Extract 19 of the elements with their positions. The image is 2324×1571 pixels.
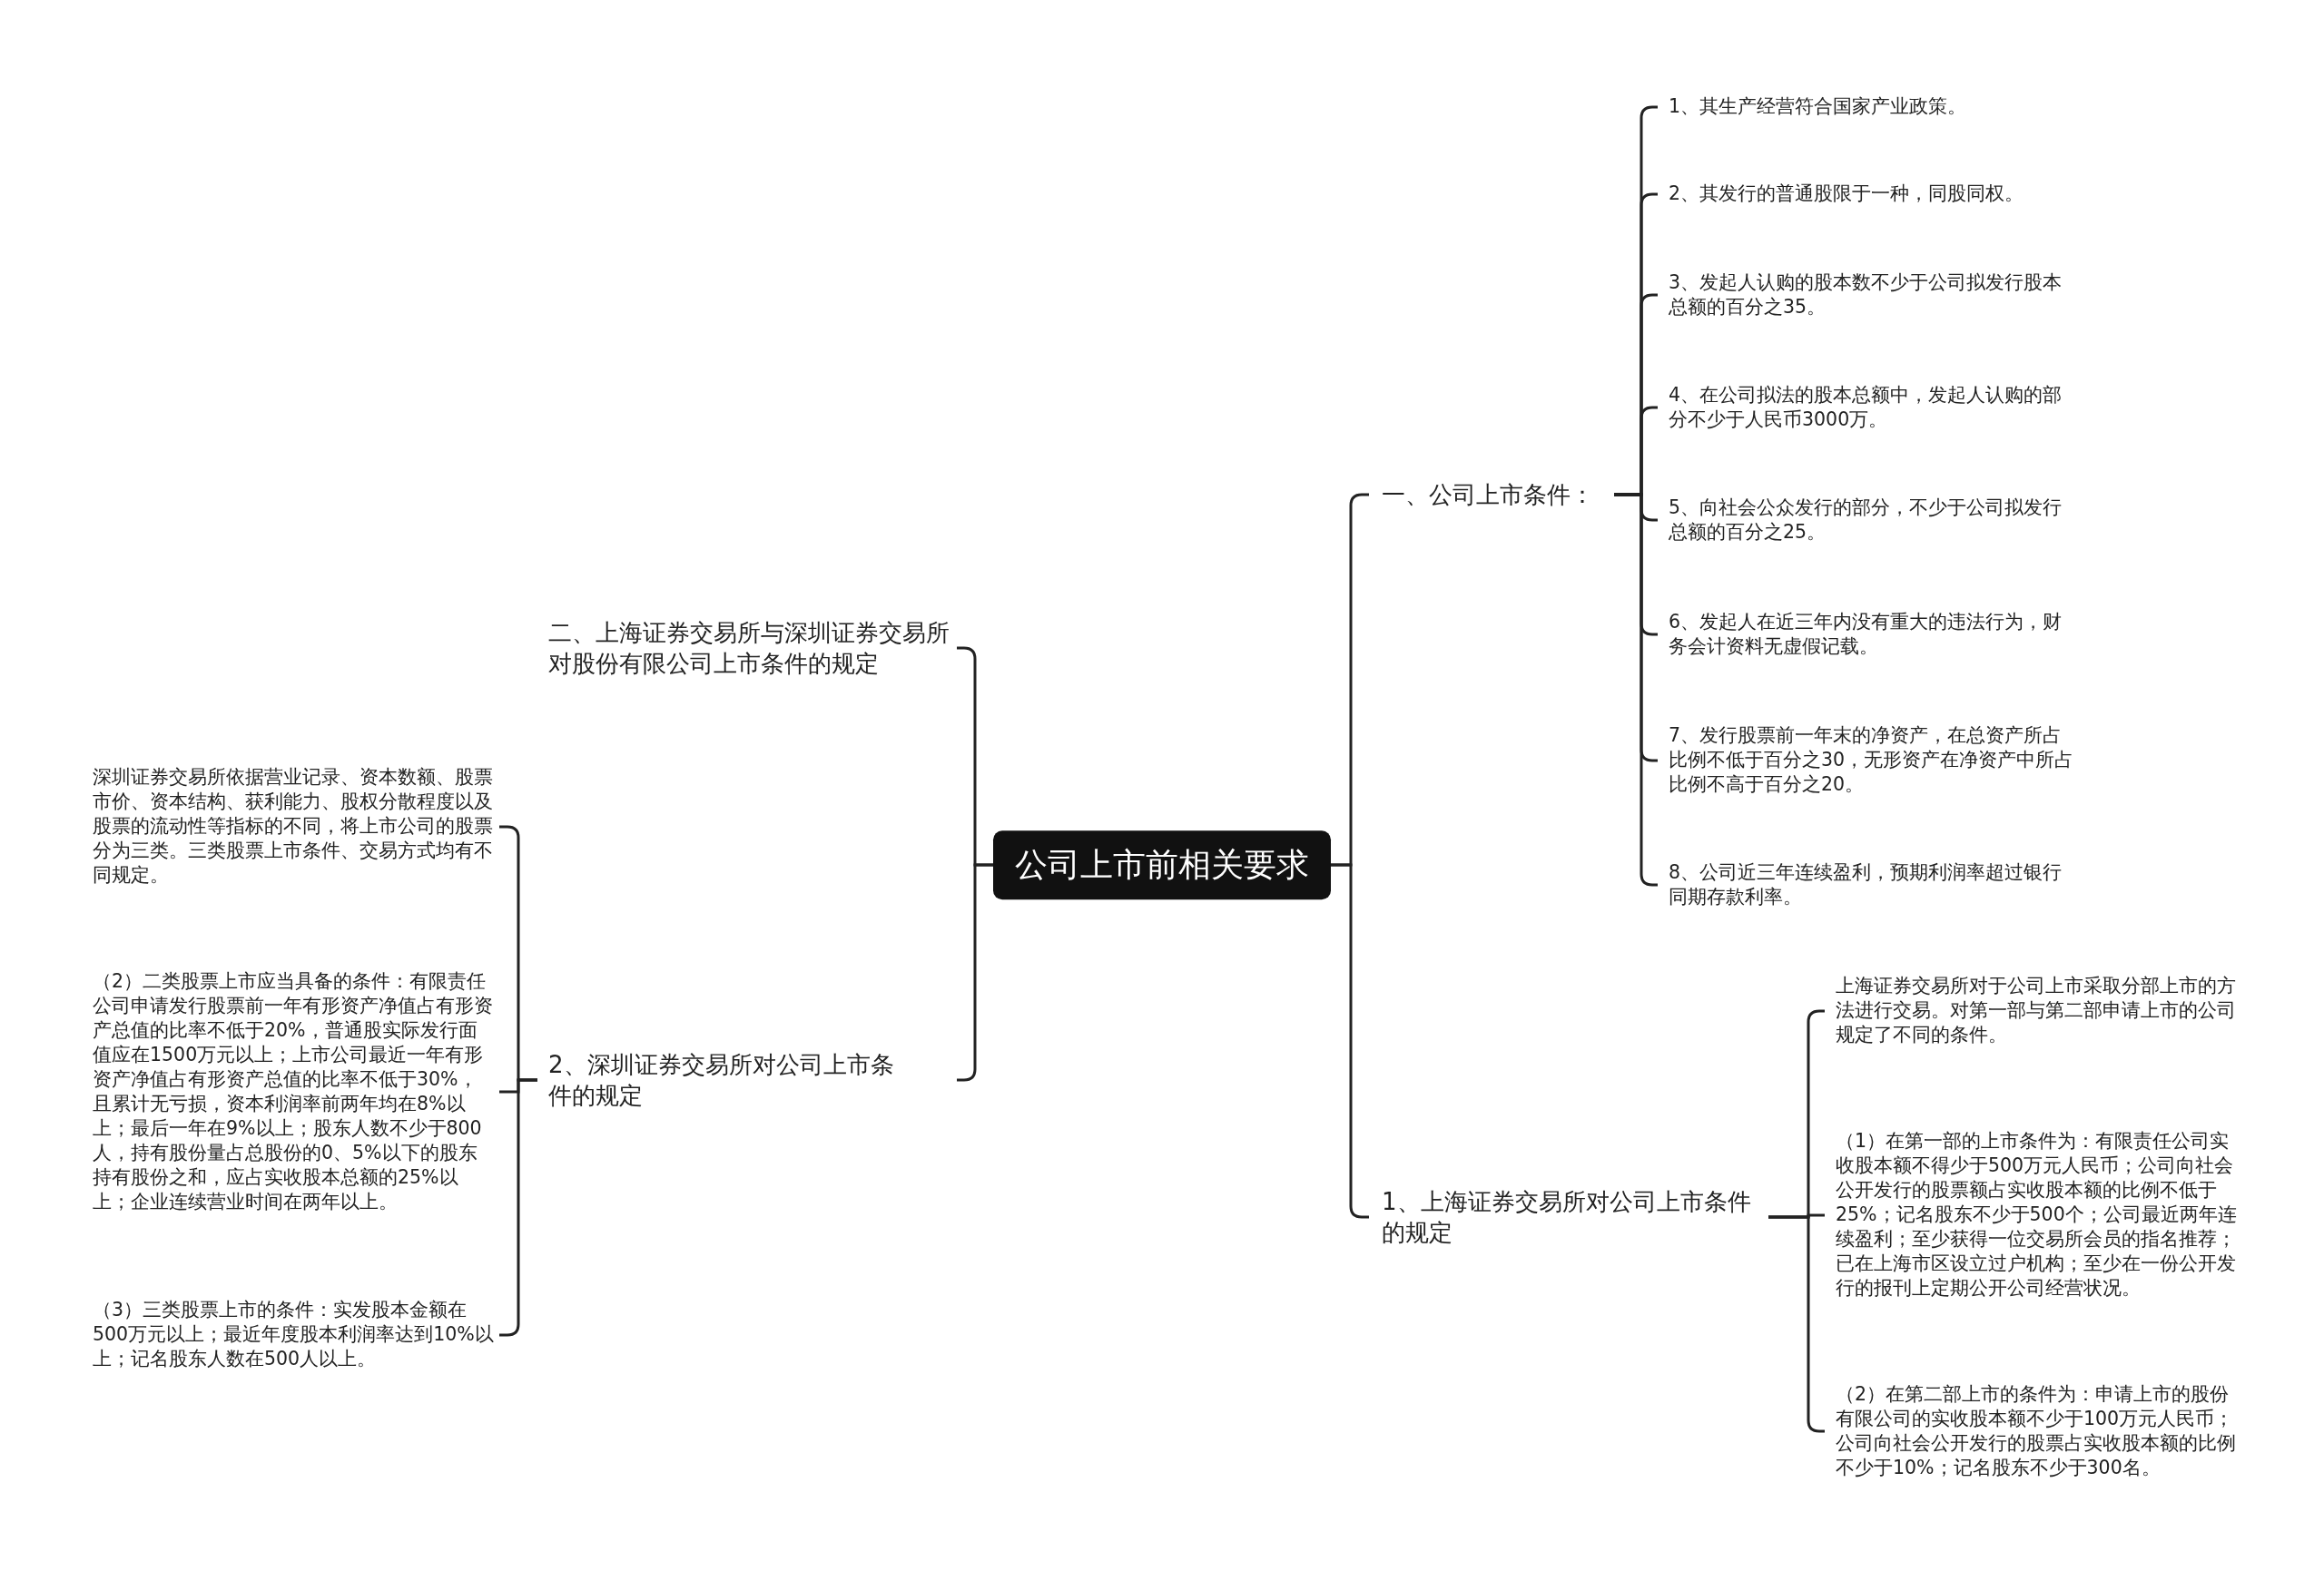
leaf-text: （1）在第一部的上市条件为：有限责任公司实收股本额不得少于500万元人民币；公司向社会公开发行的股票额占实收股本额的比例不低于25%；记名股东不少于500个；公司最近两年连续盈利；至少获得一位交易所会员的指名推荐；已在上海市区设立过户机构；至少在一份公开发行的报刊上定期公开公司经营状况。 [1825,1129,2242,1301]
leaf-text: 2、其发行的普通股限于一种，同股同权。 [1658,182,2075,207]
branch-text: 1、上海证券交易所对公司上市条件的规定 [1369,1185,1768,1249]
leaf-text: 3、发起人认购的股本数不少于公司拟发行股本总额的百分之35。 [1658,270,2075,320]
leaf-text: （2）二类股票上市应当具备的条件：有限责任公司申请发行股票前一年有形资产净值占有形资产总值的比率不低于20%，普通股实际发行面值应在1500万元以上；上市公司最近一年有形资产净值占有形资产总值的比率不低于30%，且累计无亏损，资本利润率前两年均在8%以上；最后一年在9%以上；股东人数不少于800人，持有股份量占总股份的0、5%以下的股东持有股份之和，应占实收股本总额的25%以上；企业连续营业时间在两年以上。 [82,968,499,1215]
central-topic-box: 公司上市前相关要求 [993,830,1331,899]
leaf-text: 6、发起人在近三年内没有重大的违法行为，财务会计资料无虚假记载。 [1658,609,2075,660]
leaf-text: 1、其生产经营符合国家产业政策。 [1658,94,2075,120]
leaf-text: 4、在公司拟法的股本总额中，发起人认购的部分不少于人民币3000万。 [1658,382,2075,433]
branch-text: 二、上海证券交易所与深圳证券交易所对股份有限公司上市条件的规定 [537,616,957,680]
leaf-text: 上海证券交易所对于公司上市采取分部上市的方法进行交易。对第一部与第二部申请上市的公司规定了不同的条件。 [1825,974,2242,1048]
leaf-text: 深圳证券交易所依据营业记录、资本数额、股票市价、资本结构、获利能力、股权分散程度以及股票的流动性等指标的不同，将上市公司的股票分为三类。三类股票上市条件、交易方式均有不同规定。 [82,765,499,889]
branch-text: 一、公司上市条件： [1369,478,1614,511]
leaf-text: 8、公司近三年连续盈利，预期利润率超过银行同期存款利率。 [1658,859,2075,910]
leaf-text: （2）在第二部上市的条件为：申请上市的股份有限公司的实收股本额不少于100万元人民币；公司向社会公开发行的股票占实收股本额的比例不少于10%；记名股东不少于300名。 [1825,1381,2242,1481]
leaf-text: 7、发行股票前一年末的净资产，在总资产所占比例不低于百分之30，无形资产在净资产中所占比例不高于百分之20。 [1658,723,2075,798]
branch-text: 2、深圳证券交易所对公司上市条件的规定 [537,1048,957,1112]
leaf-text: （3）三类股票上市的条件：实发股本金额在500万元以上；最近年度股本利润率达到10%以上；记名股东人数在500人以上。 [82,1298,499,1372]
leaf-text: 5、向社会公众发行的部分，不少于公司拟发行总额的百分之25。 [1658,495,2075,545]
